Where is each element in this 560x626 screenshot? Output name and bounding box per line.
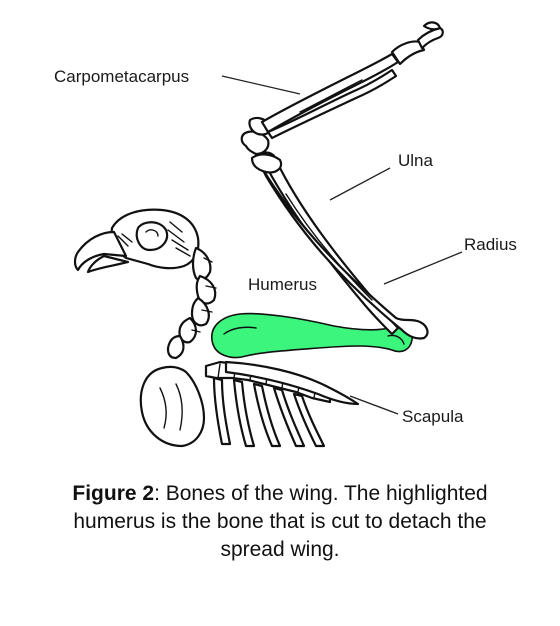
hand-bones <box>260 21 444 140</box>
forearm-bones <box>256 151 429 340</box>
figure-number: Figure 2 <box>72 482 155 505</box>
carpometacarpus-bone <box>260 52 400 134</box>
ribcage <box>139 360 360 448</box>
leader-lines <box>221 75 463 415</box>
humerus-bone <box>211 312 414 359</box>
scapula-leader <box>349 395 399 415</box>
wing-bone-diagram: Carpometacarpus Ulna Radius Humerus Scap… <box>54 21 517 448</box>
ulna-leader <box>329 167 391 201</box>
humerus-highlight <box>211 312 414 359</box>
carpometacarpus-leader <box>221 75 301 95</box>
caption-separator: : <box>154 482 166 505</box>
diagram-canvas: Carpometacarpus Ulna Radius Humerus Scap… <box>54 21 517 448</box>
label-radius: Radius <box>464 235 517 254</box>
label-humerus: Humerus <box>248 275 317 294</box>
label-ulna: Ulna <box>398 151 434 170</box>
label-scapula: Scapula <box>402 407 464 426</box>
wrist-bones <box>240 116 283 174</box>
skull <box>73 208 200 274</box>
label-carpometacarpus: Carpometacarpus <box>54 67 189 86</box>
bone-labels: Carpometacarpus Ulna Radius Humerus Scap… <box>54 67 517 426</box>
figure-caption: Figure 2: Bones of the wing. The highlig… <box>40 480 520 564</box>
caption-text: Bones of the wing. The highlighted humer… <box>73 482 488 561</box>
radius-leader <box>383 251 463 285</box>
neck-vertebrae <box>166 246 217 360</box>
